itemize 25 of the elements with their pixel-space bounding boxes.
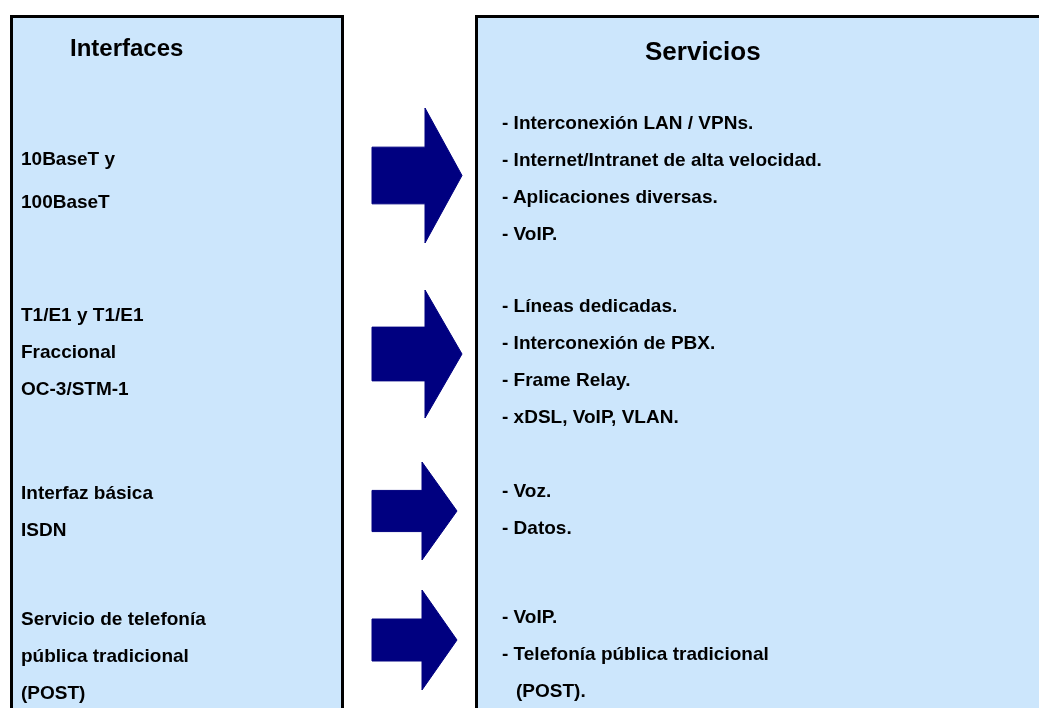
text-line: - Datos. (502, 516, 573, 540)
text-line: 10BaseT y 100BaseT (21, 147, 116, 214)
text-line: - Telefonía pública tradicional (POST). (502, 642, 770, 703)
text-line: Interfaz básica ISDN (21, 481, 154, 542)
text-line: - xDSL, VoIP, VLAN. (502, 405, 680, 429)
text-line: - VoIP. (502, 222, 559, 246)
text-line: - Líneas dedicadas. (502, 294, 679, 318)
text-line: - Aplicaciones diversas. (502, 185, 719, 209)
text-line: - Interconexión LAN / VPNs. (502, 111, 755, 135)
text-line: - Voz. (502, 479, 553, 503)
text-line: OC-3/STM-1 (21, 377, 130, 401)
text-line: - Internet/Intranet de alta velocidad. (502, 148, 823, 172)
text-line: Servicio de telefonía pública tradicional (POST) (21, 607, 207, 705)
text-line: - VoIP. (502, 605, 559, 629)
text-line: - Interconexión de PBX. (502, 331, 717, 355)
block-arrow (371, 461, 458, 561)
text-line: T1/E1 y T1/E1 Fraccional (21, 303, 145, 364)
panel (475, 15, 1039, 708)
block-arrow (371, 107, 463, 244)
panel (10, 15, 344, 708)
block-arrow (371, 289, 463, 419)
block-arrow (371, 589, 458, 691)
panel-title: Interfaces (70, 33, 184, 63)
text-line: - Frame Relay. (502, 368, 632, 392)
panel-title: Servicios (645, 35, 761, 68)
